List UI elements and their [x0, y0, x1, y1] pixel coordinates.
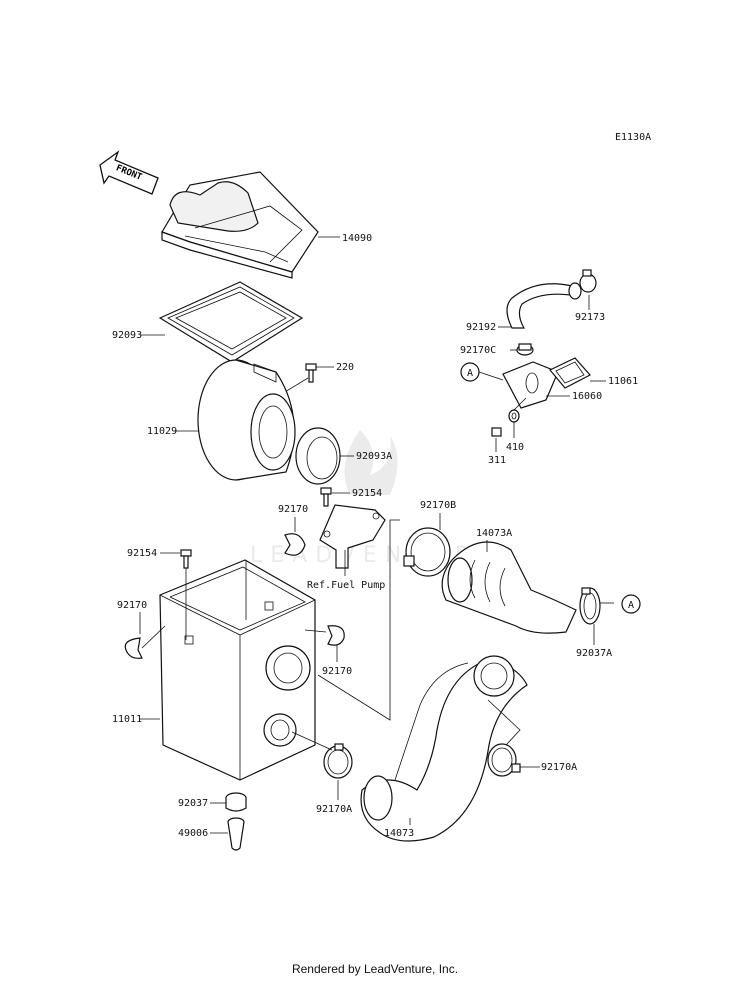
label-92170-right: 92170	[322, 666, 352, 677]
label-92192: 92192	[466, 322, 496, 333]
drain-cap-92037	[225, 792, 247, 812]
label-92173: 92173	[575, 312, 605, 323]
svg-text:A: A	[467, 368, 473, 379]
clamp-92170B	[403, 527, 451, 577]
label-92093: 92093	[112, 330, 142, 341]
label-11061: 11061	[608, 376, 638, 387]
label-11029: 11029	[147, 426, 177, 437]
clamp-92037A	[579, 587, 601, 625]
label-92093A: 92093A	[356, 451, 392, 462]
clamp-92170A-right	[487, 743, 521, 777]
label-92170B: 92170B	[420, 500, 456, 511]
gasket-11061	[549, 357, 591, 389]
drain-tube-49006	[227, 817, 245, 851]
label-220: 220	[336, 362, 354, 373]
label-311: 311	[488, 455, 506, 466]
clip-92170-upper	[284, 533, 306, 556]
ring-92093A	[295, 427, 341, 485]
bolt-220	[305, 363, 317, 383]
diagram-code: E1130A	[615, 132, 651, 143]
label-410: 410	[506, 442, 524, 453]
clip-92170-left	[124, 637, 143, 659]
label-14073: 14073	[384, 828, 414, 839]
label-16060: 16060	[572, 391, 602, 402]
footer-credit: Rendered by LeadVenture, Inc.	[291, 962, 459, 976]
bolt-92154-upper	[320, 487, 332, 507]
label-92170-left: 92170	[117, 600, 147, 611]
label-92154-upper: 92154	[352, 488, 382, 499]
label-92154-lower: 92154	[127, 548, 157, 559]
clamp-92173	[579, 269, 597, 293]
clamp-92170C	[516, 343, 534, 356]
ref-fuel-pump-label: Ref.Fuel Pump	[307, 580, 385, 591]
fuel-pump-bracket	[319, 504, 386, 569]
label-92037: 92037	[178, 798, 208, 809]
air-box-11011	[159, 559, 316, 781]
label-14073A: 14073A	[476, 528, 512, 539]
callout-a-upper: A	[460, 362, 480, 382]
separator-16060	[502, 361, 559, 409]
gasket-92093	[158, 281, 304, 363]
label-92037A: 92037A	[576, 648, 612, 659]
callout-a-right: A	[621, 594, 641, 614]
label-92170A-right: 92170A	[541, 762, 577, 773]
label-92170-upper: 92170	[278, 504, 308, 515]
nut-311	[491, 427, 502, 437]
clamp-92170A-left	[323, 743, 353, 779]
air-filter-cover	[161, 171, 319, 279]
label-49006: 49006	[178, 828, 208, 839]
svg-text:A: A	[628, 600, 634, 611]
intake-duct-14073	[360, 655, 528, 842]
filter-element-11029	[197, 359, 296, 481]
breather-hose-92192	[506, 282, 582, 329]
bellows-14073A	[441, 541, 577, 634]
label-92170A-left: 92170A	[316, 804, 352, 815]
washer-410	[508, 409, 520, 423]
bolt-92154-lower	[180, 549, 192, 569]
clip-92170-right	[327, 625, 345, 646]
front-arrow-icon: FRONT	[99, 150, 159, 195]
label-11011: 11011	[112, 714, 142, 725]
label-92170C: 92170C	[460, 345, 496, 356]
label-14090: 14090	[342, 233, 372, 244]
